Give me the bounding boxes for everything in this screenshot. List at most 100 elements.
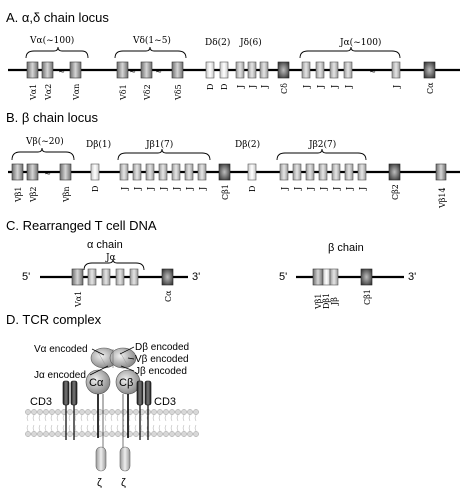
gene-segment-j xyxy=(197,163,207,181)
gene-segment-v xyxy=(26,163,39,181)
label-j: J xyxy=(344,85,353,89)
label-vd-group: Vδ(1~5) xyxy=(132,35,171,46)
label-d: D xyxy=(91,186,100,192)
label-cb1: Cβ1 xyxy=(221,184,230,200)
lipid-tail xyxy=(110,414,113,422)
label-j: J xyxy=(316,85,325,89)
gene-segment-j xyxy=(315,61,325,79)
lipid-tail xyxy=(170,414,173,422)
gene-segment-j xyxy=(292,163,302,181)
label-vd2: Vδ2 xyxy=(143,84,152,101)
lipid-tail xyxy=(158,414,161,422)
gene-segment-c xyxy=(388,163,401,181)
lipid-head xyxy=(25,431,31,437)
label-d: D xyxy=(206,84,215,90)
lipid-head xyxy=(67,409,73,415)
lipid-tail xyxy=(68,424,71,432)
label-jd-group: Jδ(6) xyxy=(239,37,262,48)
lipid-tail xyxy=(176,424,179,432)
callout-line xyxy=(89,365,109,376)
lipid-head xyxy=(25,409,31,415)
brace-ja xyxy=(299,46,401,59)
label-j: J xyxy=(146,187,155,191)
label-j: J xyxy=(332,187,341,191)
lipid-head xyxy=(49,409,55,415)
lipid-tail xyxy=(44,424,47,432)
domain-stripe xyxy=(119,351,129,367)
lipid-head xyxy=(79,409,85,415)
label-vb1: Vβ1 xyxy=(314,294,323,311)
lipid-head xyxy=(163,431,169,437)
domain-stripe xyxy=(97,351,107,367)
lipid-head xyxy=(187,431,193,437)
lipid-head xyxy=(157,431,163,437)
lipid-tail xyxy=(98,414,101,422)
gene-segment-d xyxy=(219,61,229,79)
lipid-head xyxy=(181,409,187,415)
lipid-head xyxy=(133,409,139,415)
section-d: D. TCR complex Cα Cβ ζ ζ CD3 xyxy=(6,312,199,489)
label-zeta-right: ζ xyxy=(121,477,126,489)
label-cd: Cδ xyxy=(280,83,289,94)
gene-segment-v xyxy=(116,61,129,79)
section-c-heading: C. Rearranged T cell DNA xyxy=(6,218,157,233)
lipid-head xyxy=(31,431,37,437)
label-j: J xyxy=(260,85,269,89)
label-cd3-left: CD3 xyxy=(30,396,52,408)
label-ja-encoded: Jα encoded xyxy=(34,370,86,381)
lipid-tail xyxy=(152,424,155,432)
lipid-tail xyxy=(128,414,131,422)
lipid-head xyxy=(169,431,175,437)
label-d: D xyxy=(220,84,229,90)
lipid-head xyxy=(115,409,121,415)
lipid-head xyxy=(103,431,109,437)
lipid-tail xyxy=(140,424,143,432)
label-j: J xyxy=(248,85,257,89)
label-j: J xyxy=(306,187,315,191)
lipid-tail xyxy=(74,414,77,422)
brace-ja-rearranged xyxy=(83,258,145,271)
gene-segment-j xyxy=(119,163,129,181)
label-vd5: Vδ5 xyxy=(174,84,183,101)
break-mark: ≈ xyxy=(59,66,65,77)
gene-segment-c xyxy=(423,61,436,79)
section-c: C. Rearranged T cell DNA α chain β chain… xyxy=(6,218,416,310)
label-j: J xyxy=(172,187,181,191)
lipid-head xyxy=(55,409,61,415)
section-b: B. β chain locus Vβ(~20) Dβ(1) Jβ1(7) Dβ… xyxy=(6,110,460,209)
lipid-head xyxy=(49,431,55,437)
gene-segment-j xyxy=(343,61,353,79)
gene-segment-d xyxy=(90,163,100,181)
callout-line xyxy=(120,365,135,372)
label-j: J xyxy=(280,187,289,191)
gene-segment-d xyxy=(247,163,257,181)
callout-line xyxy=(91,348,105,356)
gene-segment-j xyxy=(357,163,367,181)
label-j: J xyxy=(120,187,129,191)
gene-segment-v xyxy=(171,61,184,79)
lipid-head xyxy=(31,409,37,415)
gene-segment-c xyxy=(360,268,373,286)
brace-vd xyxy=(114,46,187,59)
label-vb1: Vβ1 xyxy=(14,187,23,204)
lipid-tail xyxy=(134,414,137,422)
cell-membrane xyxy=(25,409,199,437)
lipid-tail xyxy=(104,414,107,422)
label-j: J xyxy=(198,187,207,191)
lipid-head xyxy=(151,409,157,415)
lipid-head xyxy=(115,431,121,437)
label-db-encoded: Dβ encoded xyxy=(135,342,189,353)
lipid-head xyxy=(169,409,175,415)
gene-segment-v xyxy=(140,61,153,79)
lipid-tail xyxy=(80,414,83,422)
gene-segment-v xyxy=(11,163,24,181)
label-ja-group: Jα xyxy=(105,253,116,263)
gene-segment-v xyxy=(435,163,447,181)
label-va1: Vα1 xyxy=(29,84,38,101)
label-d: D xyxy=(248,186,257,192)
gene-segment-j xyxy=(301,61,311,79)
lipid-tail xyxy=(32,424,35,432)
lipid-tail xyxy=(56,414,59,422)
v-beta-domain xyxy=(109,347,137,369)
